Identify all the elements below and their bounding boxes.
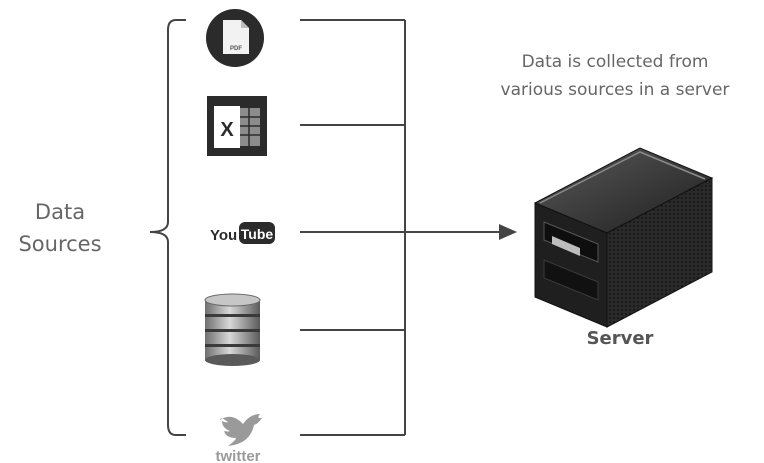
data-sources-label: Data Sources: [0, 196, 120, 260]
excel-icon: X: [207, 96, 267, 156]
youtube-you-text: You: [210, 227, 237, 244]
server-label: Server: [586, 328, 654, 349]
twitter-bird-icon: twitter: [216, 414, 262, 463]
pdf-badge: PDF: [230, 46, 242, 52]
youtube-logo-icon: You Tube: [210, 222, 275, 244]
server-icon: [533, 147, 714, 328]
data-sources-label-line1: Data: [34, 200, 86, 224]
excel-badge: X: [220, 119, 234, 141]
data-sources-label-line2: Sources: [18, 232, 102, 256]
twitter-wordmark: twitter: [216, 448, 261, 463]
collection-caption-line2: various sources in a server: [500, 80, 730, 100]
collection-caption: Data is collected from various sources i…: [470, 48, 760, 104]
sources-brace: [149, 19, 186, 436]
database-icon: [204, 293, 261, 366]
collection-caption-line1: Data is collected from: [521, 52, 709, 72]
youtube-tube-text: Tube: [241, 226, 274, 242]
pdf-file-icon: PDF: [206, 9, 264, 67]
